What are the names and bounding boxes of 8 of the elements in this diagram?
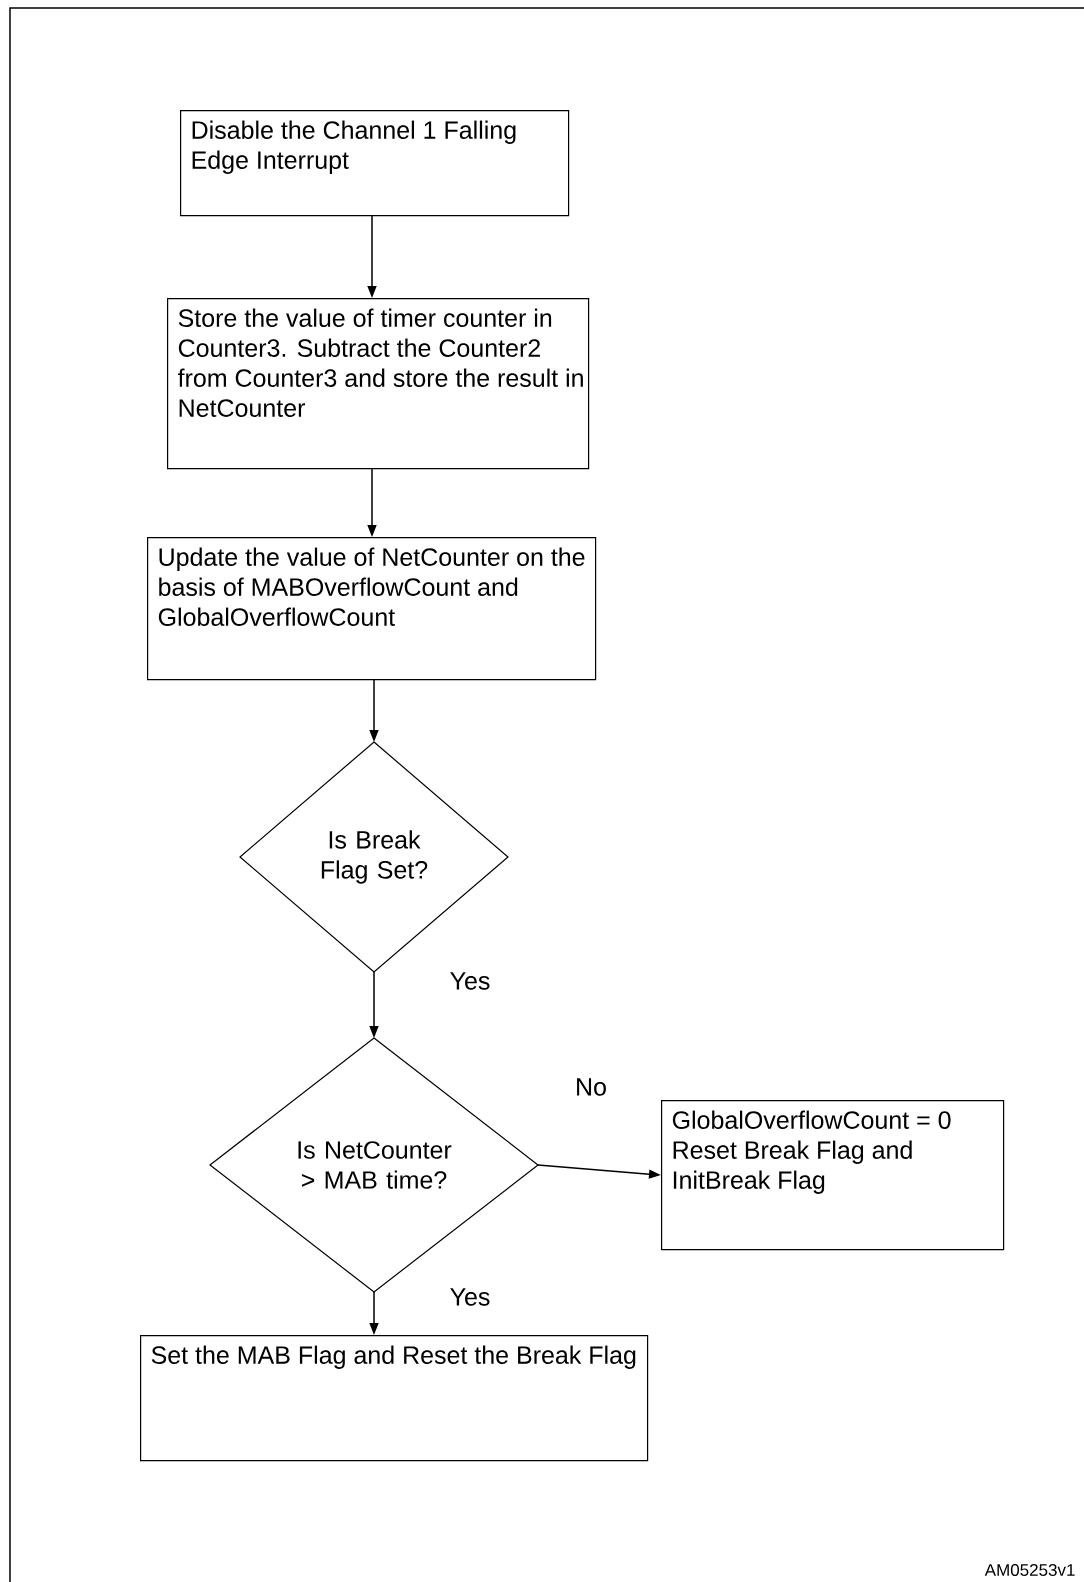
process-box: Disable the Channel 1 Falling Edge Interrupt bbox=[180, 110, 570, 217]
process-box: Store the value of timer counter in Counter3. Subtract the Counter2 from Counter3 and store the result in NetCounter bbox=[167, 298, 590, 470]
process-box: Set the MAB Flag and Reset the Break Flag bbox=[140, 1335, 649, 1462]
figure-id: AM05253v1 bbox=[984, 1563, 1075, 1576]
edge-label: Yes bbox=[448, 971, 492, 991]
process-box: GlobalOverflowCount = 0 Reset Break Flag and InitBreak Flag bbox=[661, 1100, 1005, 1251]
process-box: Update the value of NetCounter on the basis of MABOverflowCount and GlobalOverflowCount bbox=[147, 537, 597, 681]
edge-label: No bbox=[574, 1077, 608, 1097]
